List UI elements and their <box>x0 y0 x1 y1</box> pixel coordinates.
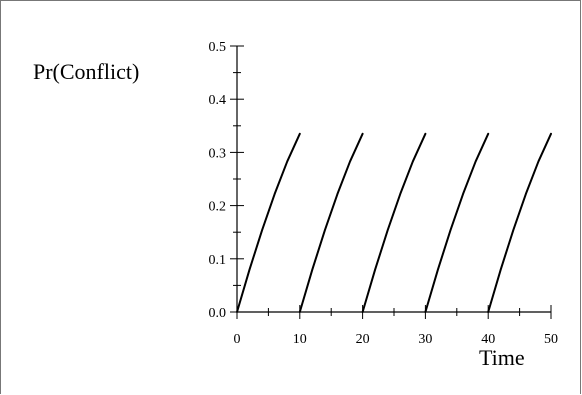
y-tick-label: 0.4 <box>209 93 227 108</box>
series-line <box>487 132 552 313</box>
x-tick-label: 50 <box>544 332 558 347</box>
x-tick-label: 20 <box>356 332 370 347</box>
series-line <box>424 132 490 313</box>
series-line <box>361 132 427 313</box>
series-line <box>298 132 364 313</box>
y-tick-label: 0.2 <box>209 200 227 215</box>
y-tick-label: 0.3 <box>209 146 227 161</box>
axes: 0.0 0.1 0.2 0.3 0.4 0.5 0 10 20 30 40 50 <box>209 40 559 347</box>
y-tick-label: 0.1 <box>209 253 227 268</box>
series-group <box>236 132 552 313</box>
x-axis-title: Time <box>479 345 525 370</box>
y-axis-title: Pr(Conflict) <box>33 59 139 84</box>
series-line <box>236 132 301 313</box>
x-tick-label: 40 <box>481 332 495 347</box>
y-tick-label: 0.0 <box>209 306 227 321</box>
x-tick-label: 10 <box>293 332 307 347</box>
x-tick-label: 30 <box>418 332 432 347</box>
y-tick-label: 0.5 <box>209 40 227 55</box>
x-tick-label: 0 <box>234 332 241 347</box>
